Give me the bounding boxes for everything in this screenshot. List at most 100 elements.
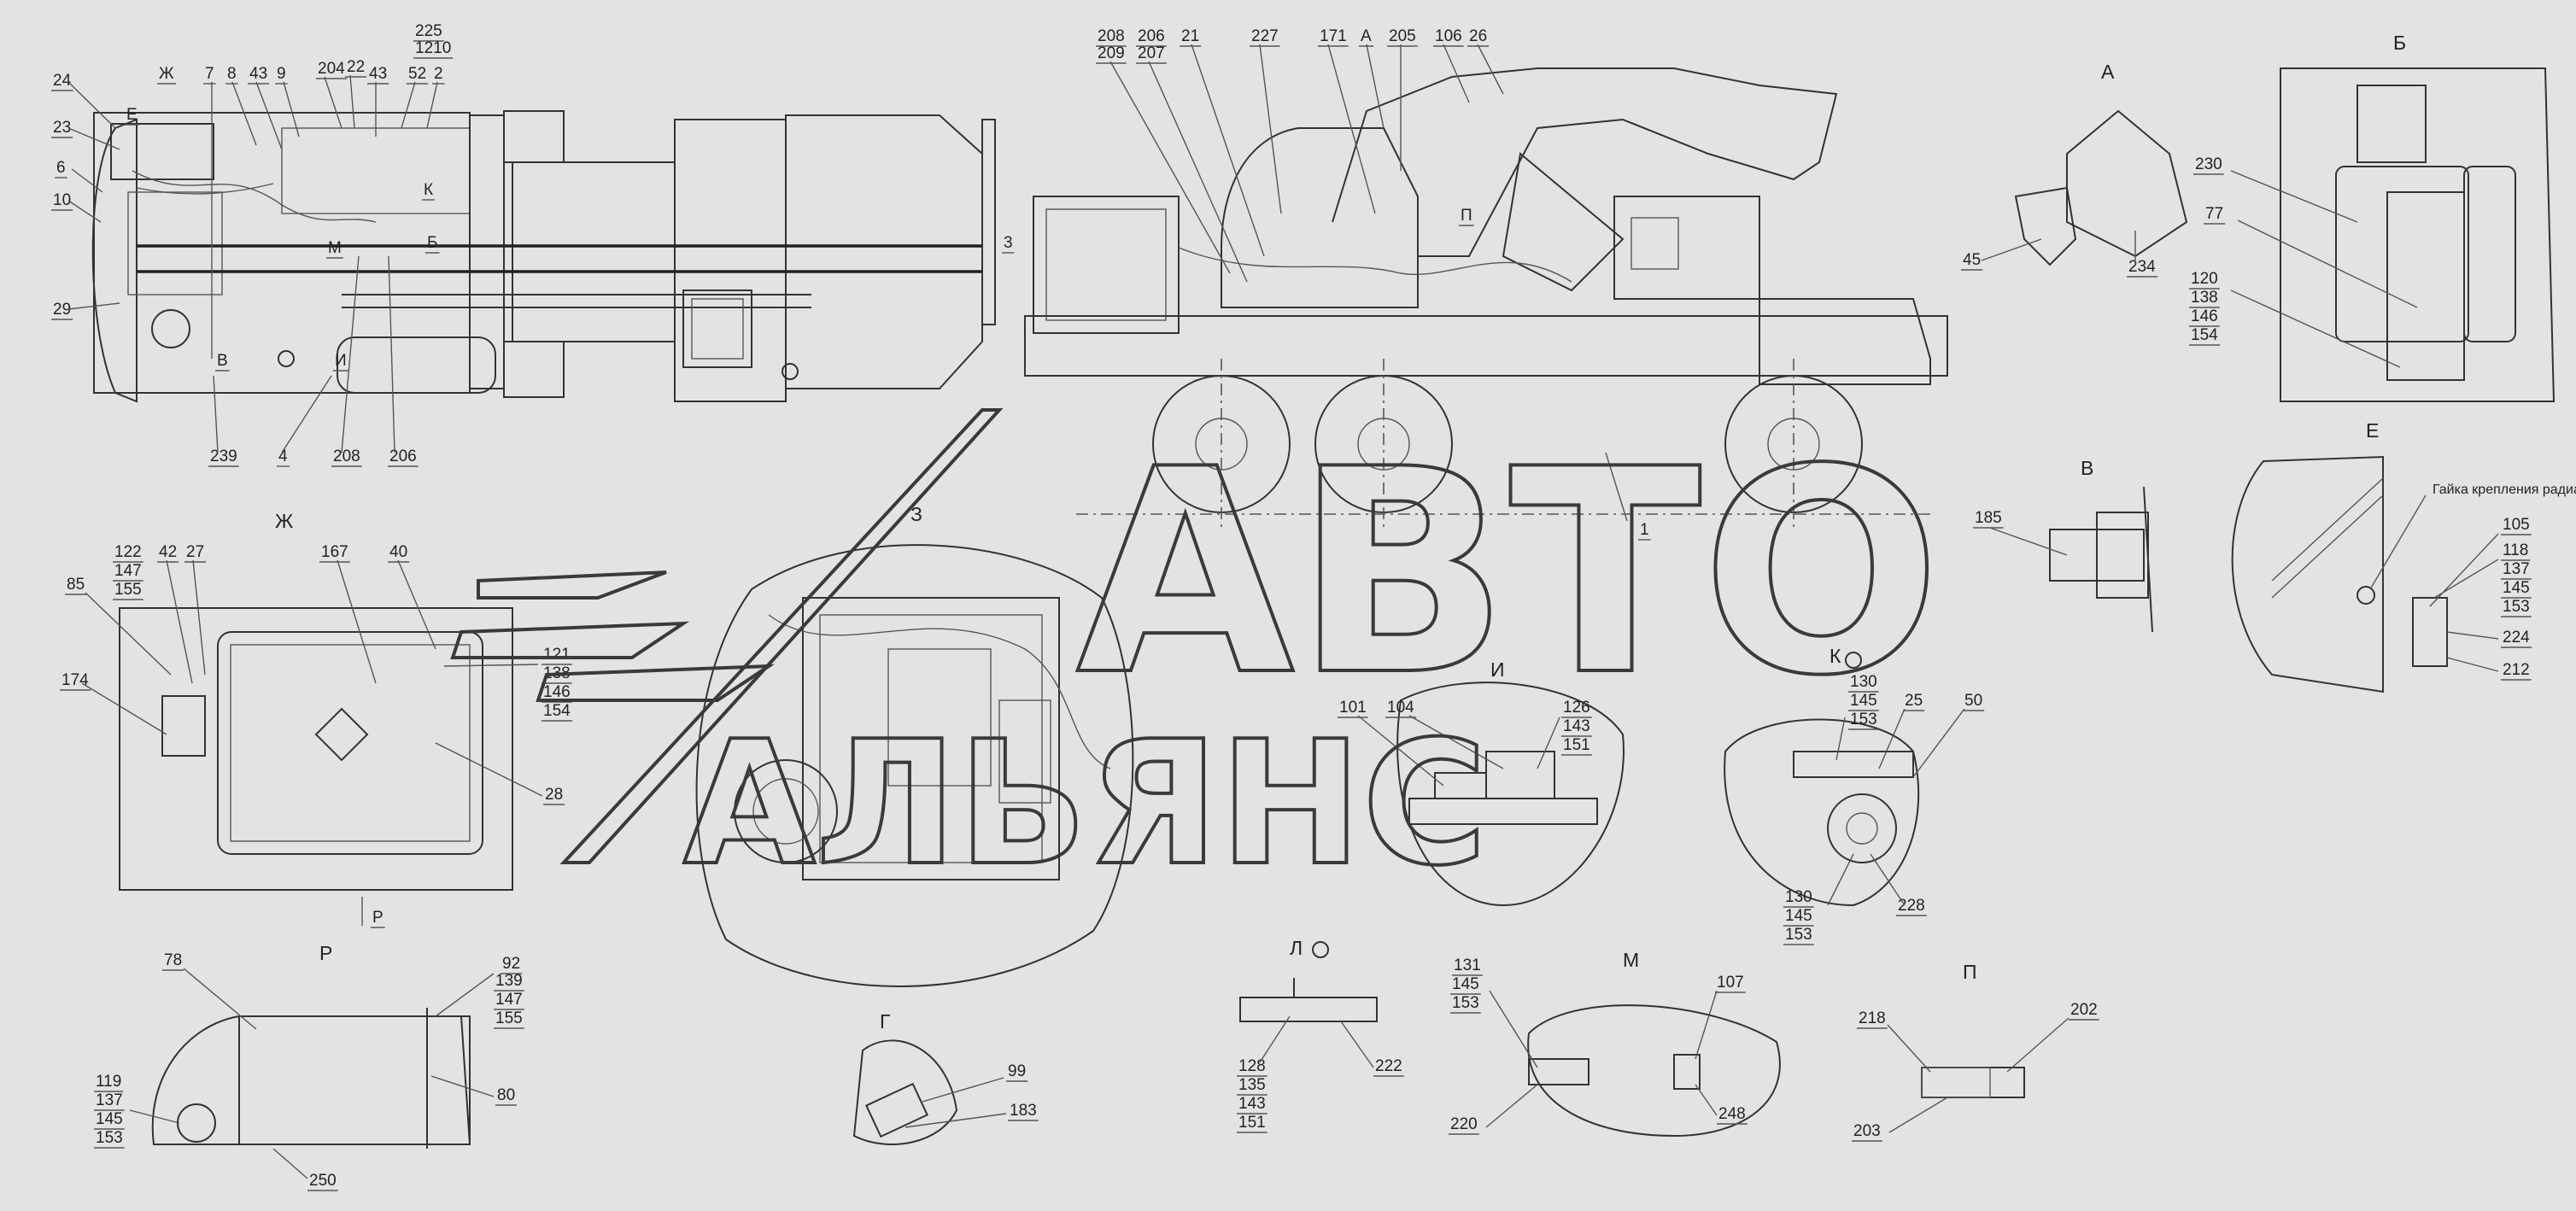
callout-131: 131 [1454,957,1481,974]
callout-154b: 154 [2191,326,2218,344]
callout-154z: 154 [543,702,571,720]
view-v: В 185 [1973,457,2153,633]
callout-212: 212 [2503,661,2530,679]
mark-p: П [1461,207,1472,225]
truck-callouts: 208 209 206 207 21 227 171 А 205 106 26 … [1002,27,1651,541]
callout-209: 209 [1098,44,1125,62]
callout-234: 234 [2128,258,2156,276]
chassis-plan-view [91,110,996,403]
callout-9: 9 [277,65,286,83]
callout-43: 43 [249,65,267,83]
callout-203: 203 [1853,1122,1881,1140]
view-k: К 130 145 153 25 50 130 145 153 228 [1724,645,1985,945]
callout-153r: 153 [96,1129,123,1147]
mark-3: 3 [1004,234,1013,252]
view-l-title: Л [1290,937,1303,959]
view-v-title: В [2081,457,2093,479]
watermark-line1: АВТО [1076,409,1941,737]
mark-i: И [335,352,347,370]
callout-77: 77 [2205,205,2223,223]
callout-174: 174 [61,671,89,689]
callout-225: 225 [415,22,442,40]
callout-208t: 208 [1098,27,1125,45]
callout-22: 22 [347,58,365,76]
callout-52: 52 [408,65,426,83]
callout-128: 128 [1238,1057,1266,1075]
callout-204: 204 [318,60,345,78]
callout-121z: 121 [543,646,571,664]
callout-119: 119 [96,1073,121,1091]
view-e-title: Е [2366,419,2379,442]
callout-6: 6 [56,159,66,177]
callout-146z: 146 [543,683,571,701]
callout-122: 122 [114,543,142,561]
mark-e: Е [126,106,138,124]
view-r-title: Р [319,942,332,964]
callout-227: 227 [1251,27,1279,45]
callout-220: 220 [1450,1115,1478,1133]
callout-130k2: 130 [1785,888,1812,906]
callout-147r: 147 [495,991,523,1009]
callout-106: 106 [1435,27,1462,45]
callout-8: 8 [227,65,237,83]
callout-146b: 146 [2191,307,2218,325]
callout-208: 208 [333,448,360,465]
mark-v: В [217,352,228,370]
view-r: Р 78 92 139 147 155 119 137 145 153 80 2… [94,942,524,1191]
callout-206t: 206 [1138,27,1165,45]
callout-4: 4 [278,448,288,465]
callout-151l: 151 [1238,1114,1266,1132]
callout-230: 230 [2195,155,2222,173]
watermark-logo: АВТО АЛЬЯНС [450,407,1943,905]
view-zh: Ж 122 147 155 42 27 85 174 167 40 121 13… [60,510,573,928]
callout-138b: 138 [2191,289,2218,307]
callout-153k: 153 [1850,711,1877,728]
callout-143i: 143 [1563,717,1590,735]
callout-78: 78 [164,951,182,969]
callout-145e: 145 [2503,579,2530,597]
view-a: А 45 234 [1961,61,2188,278]
callout-130k: 130 [1850,673,1877,691]
callout-118: 118 [2503,541,2528,559]
callout-206: 206 [389,448,417,465]
view-g-title: Г [880,1010,891,1033]
callout-27: 27 [186,543,204,561]
callout-23: 23 [53,119,71,137]
view-m: М 131 145 153 107 220 248 [1449,949,1781,1138]
callout-185: 185 [1975,509,2002,527]
callout-205: 205 [1389,27,1416,45]
callout-1: 1 [1640,521,1649,539]
mark-a-top: А [1361,27,1372,45]
callout-151i: 151 [1563,736,1590,754]
callout-42: 42 [159,543,177,561]
callout-137e: 137 [2503,560,2530,578]
view-z-title: З [910,503,922,525]
callout-167: 167 [321,543,348,561]
view-k-title: К [1830,645,1841,667]
view-p: П 218 202 203 [1852,961,2099,1142]
view-a-title: А [2101,61,2115,83]
truck-side-view [1024,67,1948,529]
callout-40: 40 [389,543,407,561]
view-i-title: И [1490,658,1505,681]
chassis-plan-callouts: 24 23 6 10 29 7 8 43 9 204 22 43 225 121… [51,22,454,467]
callout-101: 101 [1339,699,1367,717]
callout-45: 45 [1963,251,1981,269]
callout-202: 202 [2070,1001,2098,1019]
callout-171: 171 [1320,27,1347,45]
view-g: Г 99 183 [852,1010,1039,1145]
callout-104: 104 [1387,699,1414,717]
callout-145k: 145 [1850,692,1877,710]
view-m-title: М [1623,949,1639,971]
callout-145m: 145 [1452,975,1479,993]
radiator-nut-note: Гайка крепления радиатора [2433,483,2576,497]
callout-147z: 147 [114,562,142,580]
callout-183: 183 [1010,1102,1037,1120]
callout-21: 21 [1181,27,1199,45]
callout-143l: 143 [1238,1095,1266,1113]
callout-105: 105 [2503,516,2530,534]
callout-155z: 155 [114,581,142,599]
callout-139r: 139 [495,972,523,990]
callout-224: 224 [2503,629,2530,646]
